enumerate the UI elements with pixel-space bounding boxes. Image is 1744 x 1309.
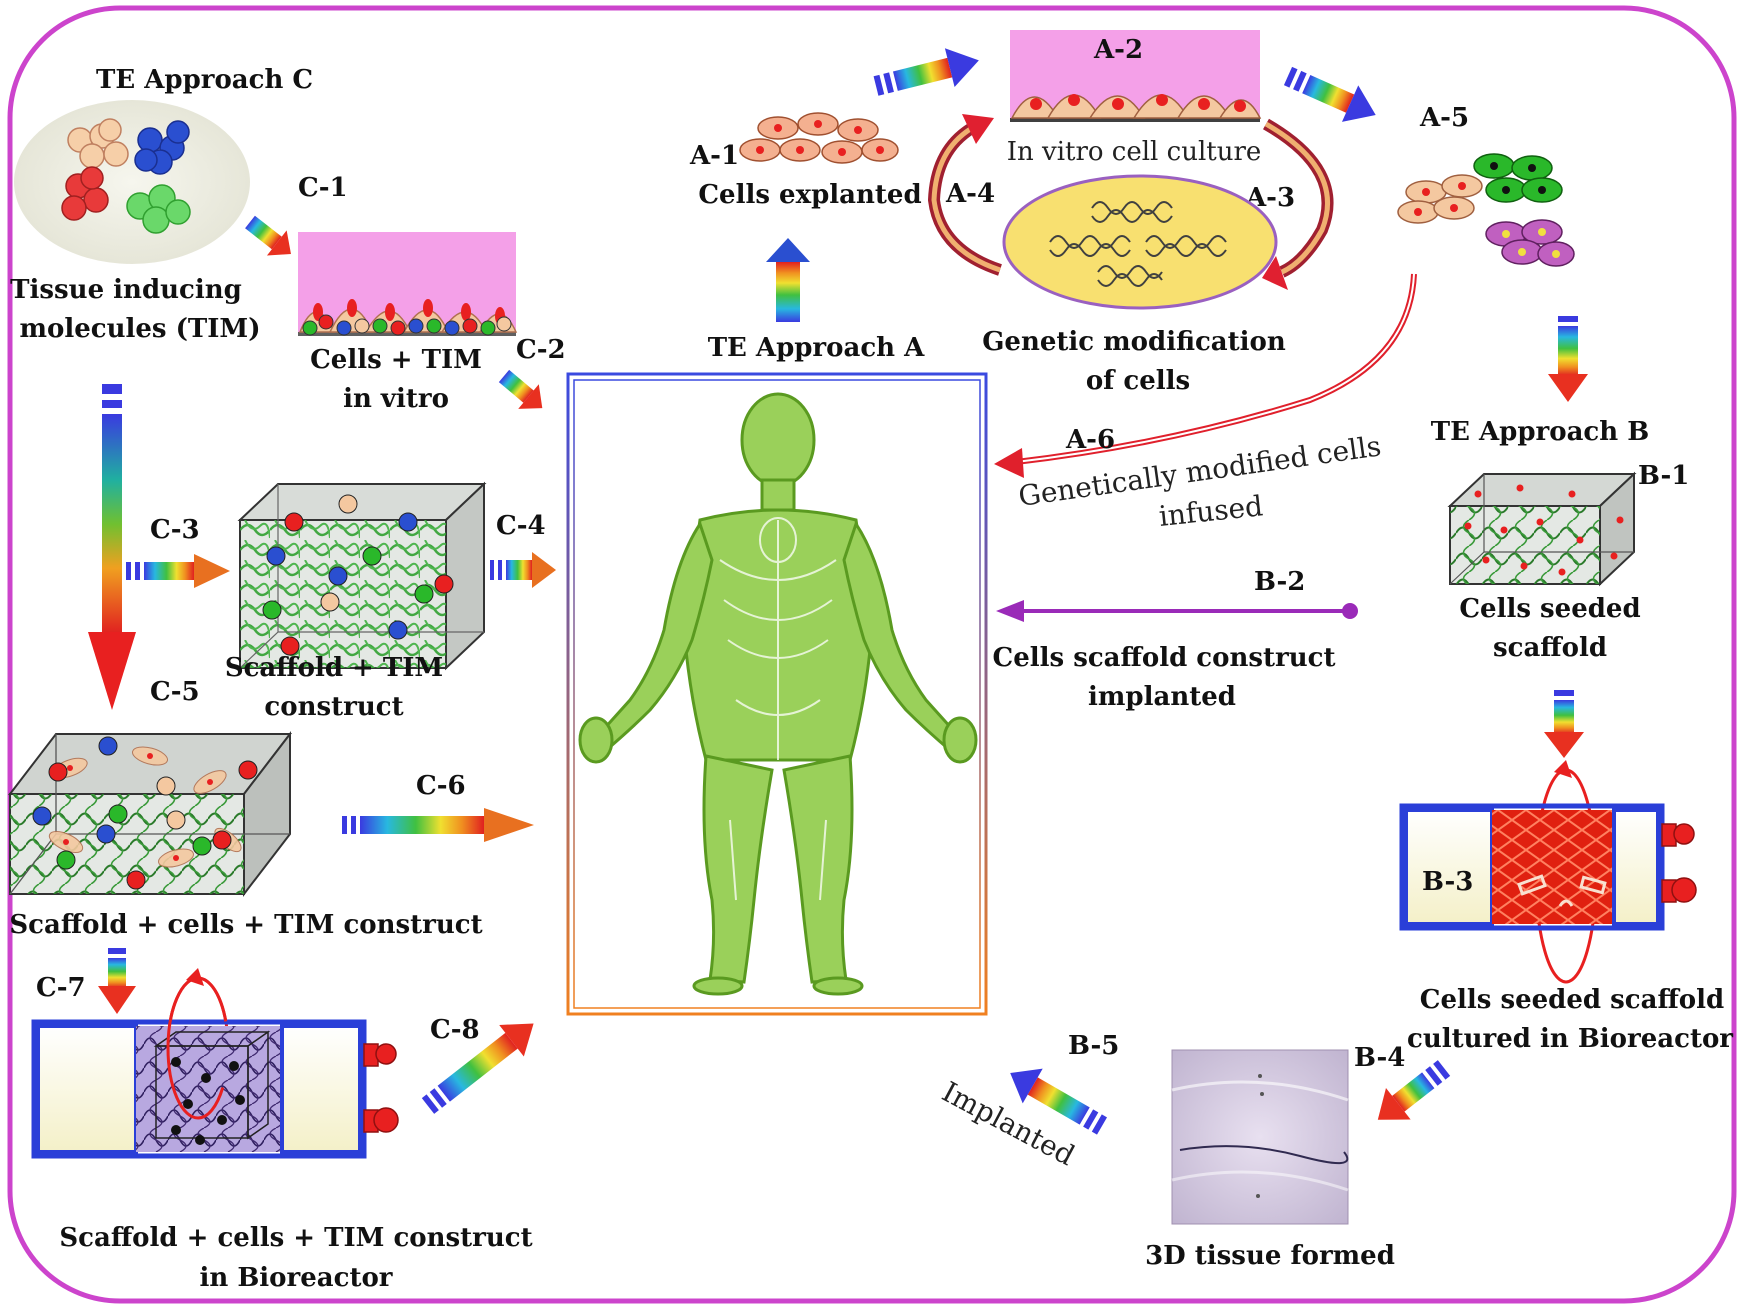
step-b4: B-4	[1354, 1043, 1405, 1073]
cells-tim-line2: in vitro	[343, 384, 449, 414]
b3-line2: cultured in Bioreactor	[1407, 1024, 1733, 1054]
cells-explanted-icon	[739, 112, 899, 164]
seeded-line1: Cells seeded	[1459, 594, 1640, 624]
scaffold-tim-line2: construct	[264, 692, 403, 722]
step-b1: B-1	[1638, 461, 1689, 491]
bioreactor-c-line2: in Bioreactor	[200, 1263, 393, 1293]
body-frame	[566, 372, 988, 1016]
in-vitro-culture-label: In vitro cell culture	[1007, 137, 1262, 167]
body-detail	[719, 517, 837, 901]
cells-tim-line1: Cells + TIM	[310, 345, 482, 375]
step-b2: B-2	[1254, 567, 1305, 597]
scaffold-cells-tim-label: Scaffold + cells + TIM construct	[9, 910, 482, 940]
arrow-a5-b	[1548, 316, 1588, 402]
b2-line1: Cells scaffold construct	[993, 643, 1336, 673]
arrow-b4	[1377, 1060, 1451, 1120]
step-c3: C-3	[150, 515, 200, 545]
scaffold-tim-line1: Scaffold + TIM	[225, 653, 443, 683]
arrow-a-up	[766, 238, 810, 322]
arrow-a6	[994, 273, 1417, 478]
arrow-b1-b3	[1544, 690, 1584, 758]
arrow-c7	[98, 948, 136, 1014]
tissue-formed-label: 3D tissue formed	[1145, 1241, 1395, 1271]
approach-a-title: TE Approach A	[708, 333, 925, 363]
tim-label-line1: Tissue inducing	[10, 275, 242, 305]
step-a2: A-2	[1093, 35, 1143, 65]
scaffold-cells-tim-cube	[7, 731, 293, 897]
step-c1: C-1	[298, 173, 348, 203]
step-b5: B-5	[1068, 1031, 1119, 1061]
approach-c-title: TE Approach C	[96, 65, 313, 95]
cycle-arrow-a4	[927, 114, 1002, 276]
dna-ellipse	[1002, 174, 1278, 310]
arrow-a1-a2	[873, 48, 979, 96]
scaffold-tim-cube	[237, 481, 487, 671]
arrow-c5	[88, 384, 136, 710]
tim-molecules	[14, 100, 250, 264]
step-a5: A-5	[1419, 103, 1469, 133]
b2-line2: implanted	[1088, 682, 1236, 712]
bioreactor-c-line1: Scaffold + cells + TIM construct	[59, 1223, 532, 1253]
in-vitro-culture	[1010, 30, 1262, 122]
step-c2: C-2	[516, 335, 566, 365]
seeded-line2: scaffold	[1493, 633, 1607, 663]
arrow-c2	[498, 369, 543, 409]
arrow-c4	[490, 552, 556, 588]
step-a4: A-4	[945, 179, 995, 209]
modified-cells-icon	[1397, 153, 1575, 267]
step-c5: C-5	[150, 677, 200, 707]
arrow-a2-a5	[1283, 66, 1376, 122]
step-c4: C-4	[496, 511, 546, 541]
arrow-c8	[421, 1023, 534, 1114]
cells-explanted-label: Cells explanted	[698, 180, 921, 210]
step-c7: C-7	[36, 973, 86, 1003]
tim-label-line2: molecules (TIM)	[19, 314, 260, 344]
c-bioreactor	[31, 968, 399, 1159]
step-c6: C-6	[416, 771, 466, 801]
arrow-b5	[1010, 1068, 1107, 1135]
cycle-arrow-a3	[1262, 118, 1334, 290]
step-a6: A-6	[1065, 425, 1115, 455]
step-a1: A-1	[689, 141, 739, 171]
cells-tim-culture	[298, 232, 518, 336]
arrow-c1	[245, 215, 291, 256]
step-b3: B-3	[1422, 867, 1473, 897]
approach-b-title: TE Approach B	[1431, 417, 1649, 447]
arrow-c6	[342, 808, 534, 842]
arrow-c3	[126, 554, 230, 588]
step-c8: C-8	[430, 1015, 480, 1045]
tissue-photo	[1171, 1049, 1349, 1225]
genetic-mod-line2: of cells	[1086, 366, 1190, 396]
b-bioreactor	[1399, 760, 1697, 984]
arrow-b2	[996, 600, 1358, 622]
body-frame-inner	[573, 379, 981, 1009]
cells-seeded-cube	[1447, 471, 1637, 587]
genetic-mod-line1: Genetic modification	[982, 327, 1286, 357]
b3-line1: Cells seeded scaffold	[1420, 985, 1724, 1015]
